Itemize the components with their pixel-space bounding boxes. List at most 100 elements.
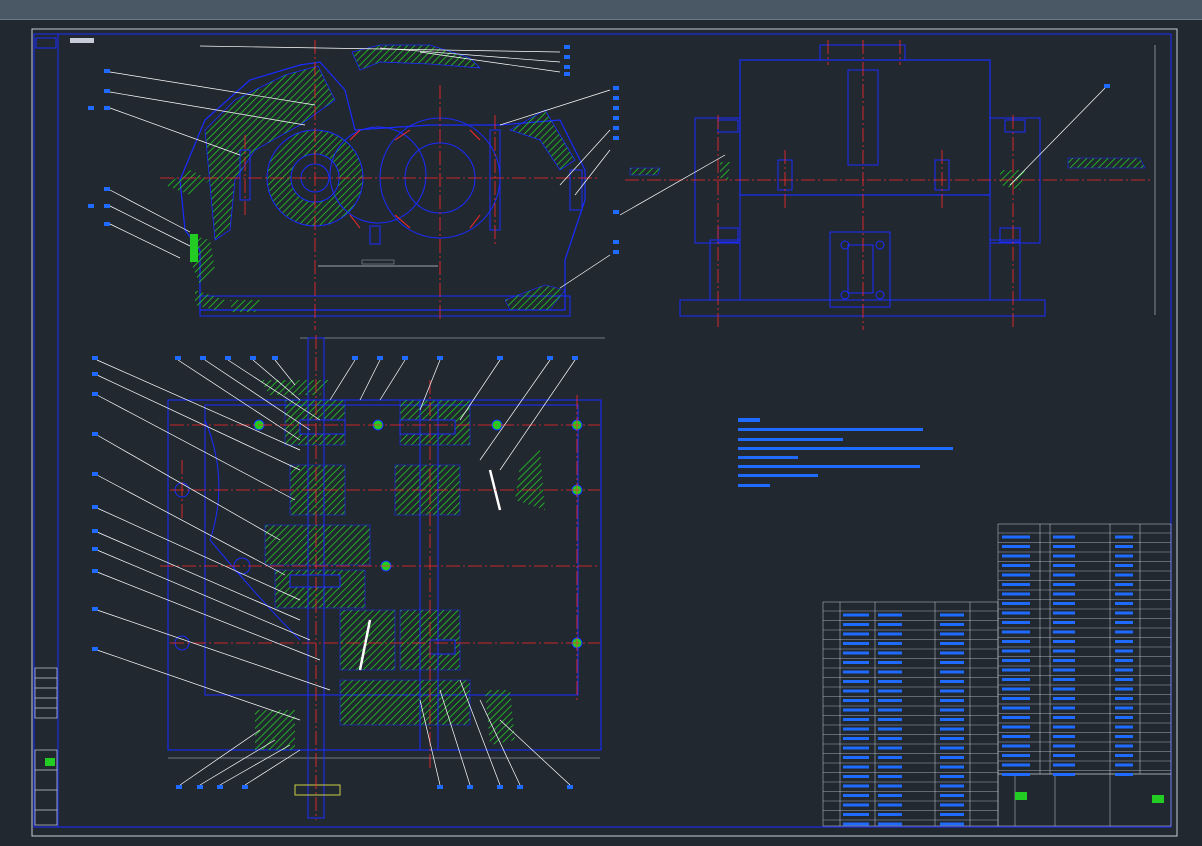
parts-row-text [1115, 763, 1133, 767]
parts-row-text [1002, 697, 1030, 700]
parts-row-text [1002, 592, 1030, 596]
parts-row-text [878, 746, 902, 750]
left-revision-table [34, 667, 58, 826]
parts-row-text [1002, 678, 1030, 681]
parts-row-text [843, 746, 869, 750]
parts-row-text [843, 632, 869, 636]
parts-row-text [1115, 687, 1133, 691]
parts-row-text [1002, 611, 1030, 615]
parts-row-text [1053, 697, 1075, 700]
parts-row-text [843, 727, 869, 731]
parts-row-text [1002, 630, 1030, 634]
parts-row-text [1115, 706, 1133, 710]
parts-row-text [1053, 706, 1075, 710]
parts-row-text [1053, 573, 1075, 577]
parts-row-text [843, 699, 869, 702]
parts-row-text [1053, 754, 1075, 757]
parts-row-text [1053, 735, 1075, 738]
parts-row-text [843, 623, 869, 626]
parts-row-text [1115, 649, 1133, 653]
parts-row-text [843, 613, 869, 617]
parts-row-text [843, 765, 869, 769]
parts-row-text [940, 642, 964, 645]
cad-drawing-viewport[interactable] [0, 20, 1202, 842]
parts-row-text [1115, 668, 1133, 672]
parts-row-text [1002, 573, 1030, 577]
parts-row-text [940, 613, 964, 617]
parts-row-text [1115, 621, 1133, 624]
parts-row-text [1002, 554, 1030, 558]
parts-row-text [1002, 763, 1030, 767]
parts-row-text [843, 689, 869, 693]
parts-row-text [940, 699, 964, 702]
parts-row-text [1053, 668, 1075, 672]
parts-row-text [878, 794, 902, 797]
parts-row-text [1053, 630, 1075, 634]
parts-row-text [1053, 678, 1075, 681]
parts-row-text [843, 737, 869, 740]
parts-row-text [940, 727, 964, 731]
parts-row-text [843, 784, 869, 788]
parts-list-rows [823, 532, 1171, 826]
parts-row-text [1115, 535, 1133, 539]
parts-row-text [843, 822, 869, 826]
parts-row-text [1053, 659, 1075, 662]
parts-row-text [878, 680, 902, 683]
parts-row-text [1002, 621, 1030, 624]
parts-row-text [1115, 773, 1133, 776]
parts-row-text [1053, 763, 1075, 767]
parts-row-text [1053, 554, 1075, 558]
application-title-bar [0, 0, 1202, 20]
parts-row-text [878, 756, 902, 759]
sheet-corner-tag [35, 37, 57, 49]
parts-list-table [822, 523, 1172, 827]
parts-row-text [843, 708, 869, 712]
parts-row-text [1115, 573, 1133, 577]
parts-row-text [878, 784, 902, 788]
parts-row-text [878, 765, 902, 769]
parts-row-text [878, 813, 902, 816]
parts-row-text [1002, 668, 1030, 672]
parts-row-text [940, 803, 964, 807]
parts-row-text [1115, 564, 1133, 567]
parts-row-text [1002, 583, 1030, 586]
parts-row-text [1002, 716, 1030, 719]
parts-row-text [1002, 773, 1030, 776]
parts-row-text [1053, 640, 1075, 643]
parts-row-text [940, 746, 964, 750]
parts-row-text [940, 708, 964, 712]
parts-row-text [940, 756, 964, 759]
parts-row-text [1115, 659, 1133, 662]
parts-row-text [940, 784, 964, 788]
parts-row-text [1002, 744, 1030, 748]
parts-row-text [1115, 754, 1133, 757]
parts-row-text [878, 708, 902, 712]
parts-row-text [940, 689, 964, 693]
parts-row-text [843, 680, 869, 683]
parts-row-text [1002, 725, 1030, 729]
title-block-logo [1152, 795, 1164, 803]
parts-row-text [940, 775, 964, 778]
parts-row-text [1115, 611, 1133, 615]
parts-row-text [940, 737, 964, 740]
parts-row-text [940, 623, 964, 626]
parts-row-text [1053, 564, 1075, 567]
parts-row-text [878, 661, 902, 664]
parts-row-text [940, 794, 964, 797]
parts-row-text [1115, 678, 1133, 681]
parts-row-text [940, 718, 964, 721]
parts-row-text [1002, 640, 1030, 643]
parts-row-text [1115, 592, 1133, 596]
parts-row-text [1115, 697, 1133, 700]
parts-row-text [1115, 640, 1133, 643]
parts-row-text [843, 651, 869, 655]
parts-row-text [940, 822, 964, 826]
drawing-sheet[interactable] [0, 20, 1202, 842]
parts-row-text [1002, 564, 1030, 567]
parts-row-text [1115, 554, 1133, 558]
parts-row-text [878, 718, 902, 721]
technical-notes [738, 418, 953, 487]
parts-row-text [1053, 716, 1075, 719]
parts-row-text [1115, 602, 1133, 605]
parts-row-text [1002, 659, 1030, 662]
